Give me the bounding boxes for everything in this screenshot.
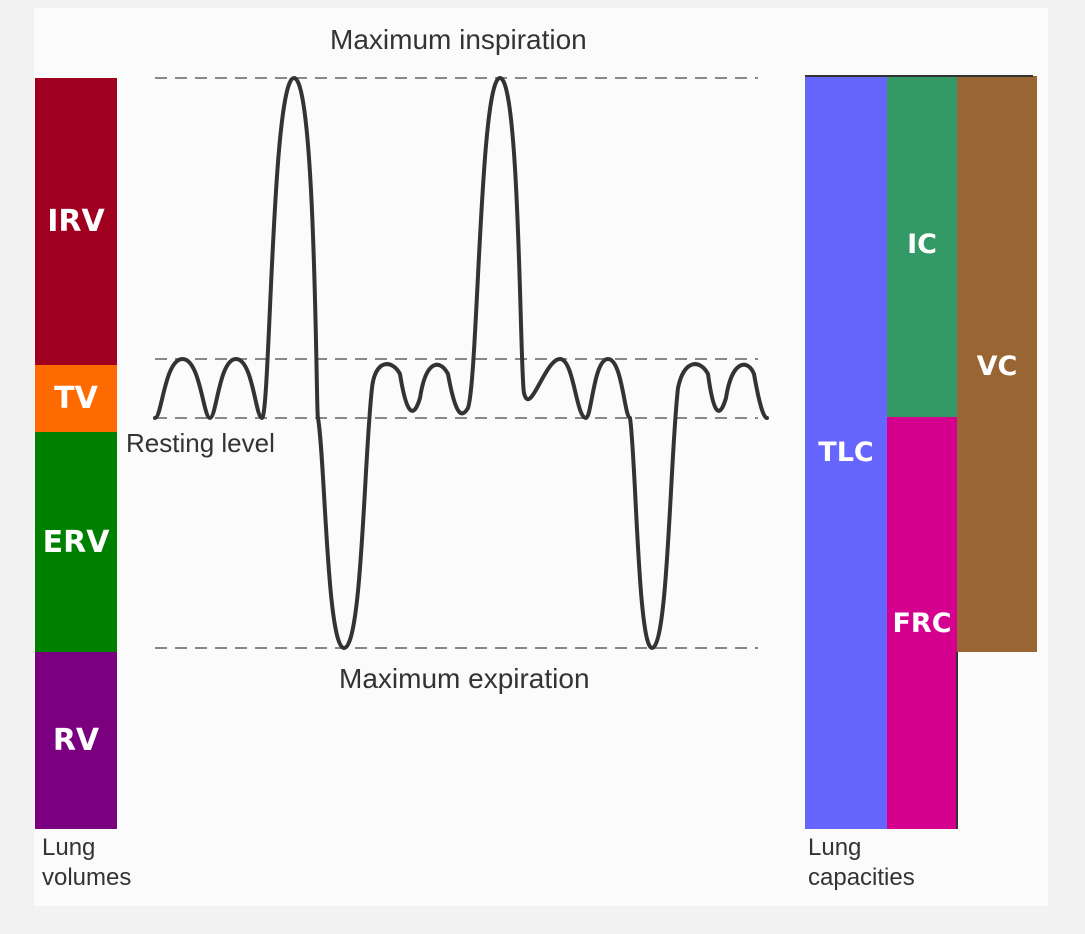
erv-label: ERV bbox=[42, 524, 110, 560]
tv-block: TV bbox=[35, 365, 117, 432]
tlc-block: TLC bbox=[805, 76, 887, 829]
irv-block: IRV bbox=[35, 78, 117, 365]
lung-capacities-caption-line2: capacities bbox=[808, 864, 915, 891]
capacities-top-line bbox=[805, 75, 1033, 77]
resting-level-label: Resting level bbox=[126, 428, 275, 458]
capacities-edge-line bbox=[956, 652, 958, 829]
lung-volumes-caption-line1: Lung bbox=[42, 834, 96, 861]
rv-block: RV bbox=[35, 652, 117, 829]
tv-label: TV bbox=[54, 381, 98, 416]
breathing-waveform bbox=[153, 76, 769, 650]
lung-volumes-caption: Lung volumes bbox=[42, 833, 131, 893]
frc-label: FRC bbox=[892, 607, 952, 639]
irv-label: IRV bbox=[47, 204, 105, 239]
ic-label: IC bbox=[907, 229, 937, 260]
max-inspiration-label: Maximum inspiration bbox=[330, 24, 587, 55]
frc-block: FRC bbox=[887, 417, 957, 829]
lung-capacities-caption: Lung capacities bbox=[808, 833, 915, 893]
ic-block: IC bbox=[887, 76, 957, 417]
rv-label: RV bbox=[52, 723, 100, 758]
tlc-label: TLC bbox=[818, 437, 874, 468]
max-expiration-label: Maximum expiration bbox=[339, 663, 590, 694]
vc-block: VC bbox=[957, 76, 1037, 652]
erv-block: ERV bbox=[35, 432, 117, 652]
vc-label: VC bbox=[976, 350, 1018, 382]
lung-volumes-caption-line2: volumes bbox=[42, 864, 132, 891]
lung-capacities-caption-line1: Lung bbox=[808, 834, 862, 861]
